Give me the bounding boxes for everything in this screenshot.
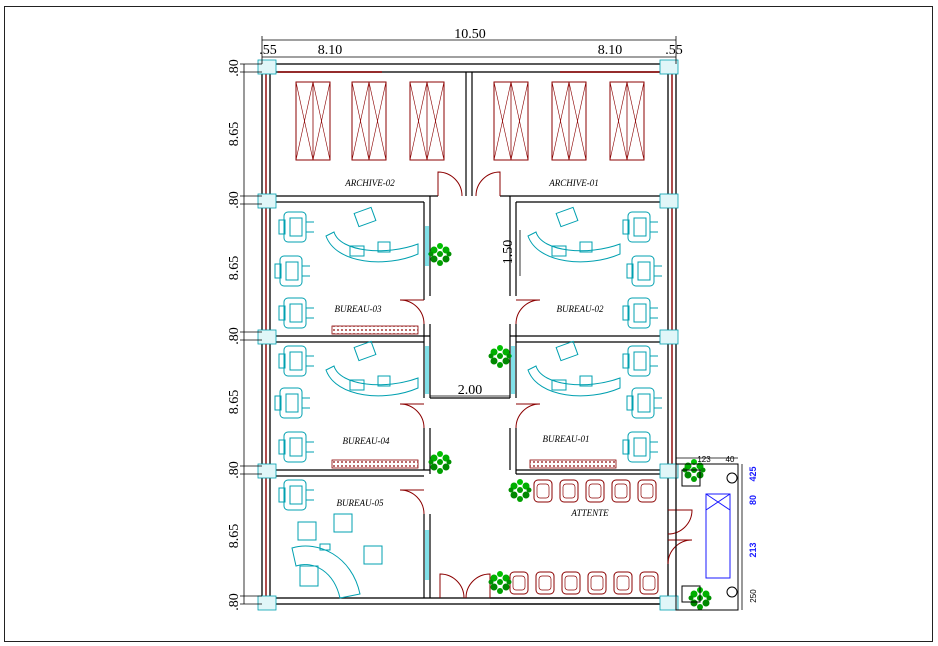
dim-row-thin-1: .80	[227, 59, 242, 77]
annex-dim-c: 425	[748, 466, 758, 481]
columns	[257, 59, 679, 611]
plants	[428, 243, 712, 610]
dim-margin-right: .55	[665, 43, 683, 58]
dim-row-thin-5: .80	[227, 593, 242, 611]
room-label-bureau-03: BUREAU-03	[335, 304, 382, 314]
room-label-archive-01: ARCHIVE-01	[548, 178, 599, 188]
dim-door-gap: 1.50	[501, 240, 516, 265]
dim-margin-left: .55	[259, 43, 277, 58]
dim-left-width: 8.10	[318, 43, 343, 58]
annex	[675, 463, 739, 611]
desks	[325, 206, 621, 397]
dim-corridor-width: 2.00	[458, 383, 483, 398]
room-label-bureau-05: BUREAU-05	[337, 498, 384, 508]
outer-walls	[261, 63, 677, 605]
dim-row-thin-3: .80	[227, 327, 242, 345]
dim-row-height-3: 8.65	[227, 390, 242, 415]
annex-dim-f: 250	[749, 589, 758, 603]
room-label-bureau-01: BUREAU-01	[543, 434, 590, 444]
annex-dim-d: 80	[748, 495, 758, 505]
dim-row-thin-2: .80	[227, 191, 242, 209]
room-label-bureau-04: BUREAU-04	[343, 436, 390, 446]
shelves	[331, 325, 617, 469]
dimension-lines	[240, 36, 743, 610]
drawing-frame	[4, 6, 933, 642]
annex-dim-b: 40	[726, 455, 735, 464]
archive-cabinets	[295, 81, 645, 161]
waiting-seats	[509, 479, 659, 595]
wall-accents	[265, 71, 673, 598]
dim-row-height-1: 8.65	[227, 122, 242, 147]
windows	[425, 226, 515, 580]
doors	[399, 171, 693, 599]
annex-dim-a: 123	[697, 455, 711, 464]
room-label-attente: ATTENTE	[570, 508, 609, 518]
dim-total-width: 10.50	[454, 27, 486, 42]
partition-walls	[270, 72, 676, 605]
bureau-05-furniture	[291, 513, 383, 599]
annex-dim-e: 213	[748, 542, 758, 557]
dim-row-height-2: 8.65	[227, 256, 242, 281]
room-label-bureau-02: BUREAU-02	[557, 304, 604, 314]
dim-right-width: 8.10	[598, 43, 623, 58]
dim-row-thin-4: .80	[227, 461, 242, 479]
room-label-archive-02: ARCHIVE-02	[344, 178, 395, 188]
dim-row-height-4: 8.65	[227, 524, 242, 549]
